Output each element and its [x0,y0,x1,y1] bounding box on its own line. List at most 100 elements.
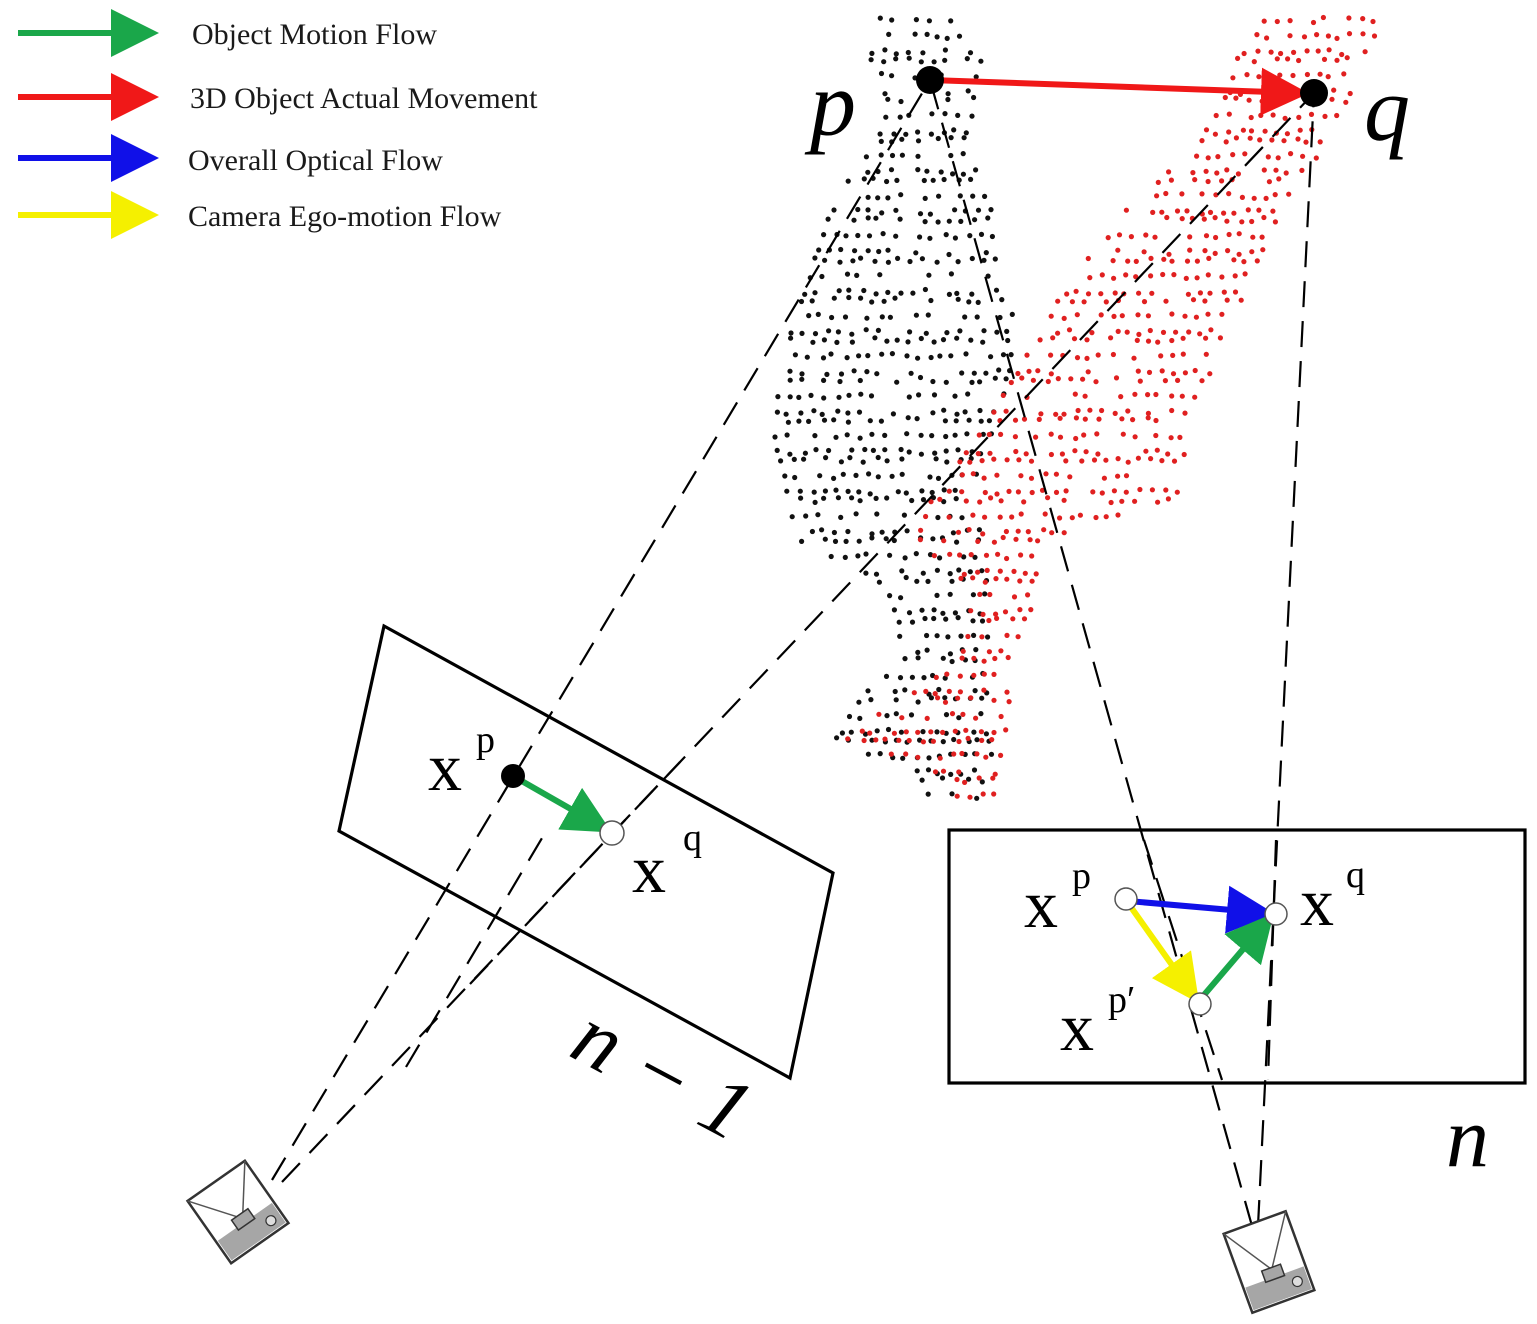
cloud-dot [842,554,848,561]
cloud-dot [1250,234,1256,240]
cloud-dot [1072,391,1078,397]
camera-current-icon [1222,1209,1316,1315]
cloud-dot [916,392,922,398]
cloud-dot [828,351,834,357]
cloud-dot [1192,177,1198,183]
cloud-dot [1334,57,1340,63]
cloud-dot [941,407,947,413]
cloud-dot [1012,417,1019,423]
cloud-dot [956,567,962,573]
cloud-dot [834,735,840,741]
cloud-dot [872,258,878,264]
cloud-dot [798,495,804,501]
cloud-dot [1003,727,1009,733]
cloud-dot [959,489,965,495]
cloud-dot [1241,259,1247,265]
cloud-dot [1281,138,1287,144]
cloud-dot [846,294,852,301]
object-motion-arrow-current [1195,913,1274,1004]
cloud-dot [1160,271,1166,278]
cloud-dot [977,407,983,414]
cloud-dot [1025,529,1031,535]
cloud-dot [812,331,819,337]
cloud-dot [937,555,943,561]
cloud-dot [992,375,998,381]
cloud-dot [969,291,975,297]
cloud-dot [1268,49,1274,55]
cloud-dot [809,298,815,304]
cloud-dot [1043,471,1049,477]
cloud-dot [970,471,976,477]
cloud-dot [971,94,977,101]
cloud-dot [1339,51,1345,58]
cloud-dot [982,514,988,520]
cloud-dot [1099,490,1105,496]
cloud-dot [845,178,851,184]
cloud-dot [861,176,867,182]
cloud-dot [1123,473,1130,479]
cloud-dot [898,446,904,453]
cloud-dot [784,432,790,438]
cloud-dot [1203,233,1210,239]
cloud-dot [975,299,981,305]
cloud-dot [792,474,798,481]
cloud-dot [905,415,911,421]
cloud-dot [1120,431,1126,437]
cloud-dot [1045,495,1051,501]
cloud-dot [1152,234,1158,240]
cloud-dot [989,737,995,743]
cloud-dot [947,551,953,557]
cloud-dot [1346,30,1353,37]
cloud-dot [1325,33,1331,39]
cloud-dot [895,489,901,495]
cloud-dot [969,379,975,385]
ray-segment-curr-p [1142,839,1224,1081]
cloud-dot [934,34,940,40]
cloud-dot [1168,177,1174,183]
cloud-dot [969,113,975,119]
point-q-label: q [1364,58,1410,160]
cloud-dot [985,634,991,640]
cloud-dot [1091,457,1098,463]
xp-prime-point-current [1188,992,1212,1016]
cloud-dot [940,729,946,736]
cloud-dot [1185,291,1191,297]
cloud-dot [875,195,881,201]
cloud-dot [964,56,970,62]
cloud-dot [924,647,930,653]
cloud-dot [1278,50,1284,57]
cloud-dot [954,290,960,296]
cloud-dot [1079,458,1085,464]
cloud-dot [948,18,954,24]
cloud-dot [1180,335,1186,341]
cloud-dot [1081,432,1087,438]
cloud-dot [873,737,879,743]
cloud-dot [883,114,889,120]
cloud-dot [834,339,840,345]
cloud-dot [1093,514,1099,521]
cloud-dot [1233,135,1239,141]
cloud-dot [1233,95,1239,101]
cloud-dot [1111,488,1117,494]
cloud-dot [882,91,888,97]
cloud-dot [829,314,835,321]
cloud-dot [1254,258,1260,264]
cloud-dot [1308,111,1315,117]
cloud-dot [978,729,985,735]
cloud-dot [898,729,905,735]
cloud-dot [1082,416,1088,422]
cloud-dot [884,713,890,719]
cloud-dot [1061,315,1067,321]
cloud-dot [1115,328,1121,334]
cloud-dot [1171,272,1177,278]
cloud-dot [1360,31,1366,37]
cloud-dot [1085,369,1091,375]
cloud-dot [931,615,937,622]
cloud-dot [956,715,962,721]
cloud-dot [1360,16,1366,22]
cloud-dot [892,688,898,695]
cloud-dot [997,314,1003,321]
cloud-dot [1230,152,1236,158]
cloud-dot [1018,511,1024,517]
cloud-dot [1194,258,1200,264]
